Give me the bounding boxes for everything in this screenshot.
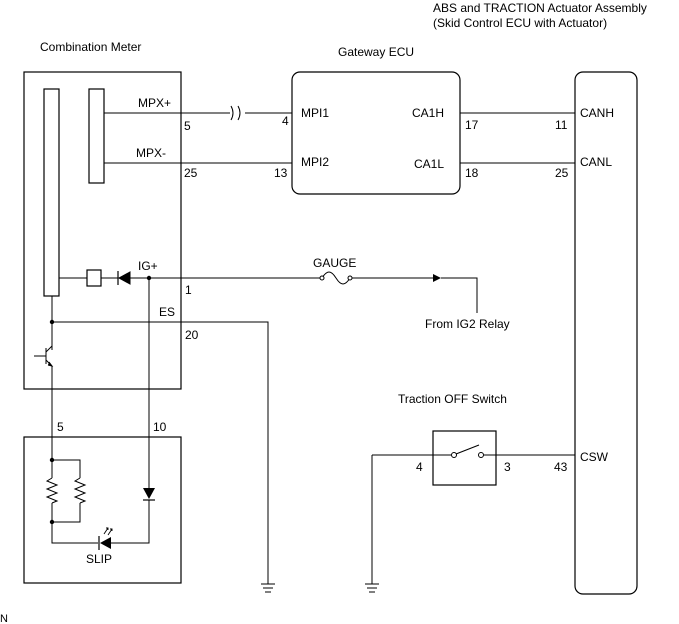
ig-plus-label: IG+ — [138, 259, 158, 273]
slip-label: SLIP — [86, 552, 112, 566]
switch-contact-left — [451, 452, 457, 458]
traction-off-switch-title: Traction OFF Switch — [398, 392, 507, 406]
transistor-icon — [34, 322, 54, 367]
gw-pin-mpi1: 4 — [282, 114, 289, 128]
combination-meter-title: Combination Meter — [40, 40, 141, 54]
abs-canh-label: CANH — [580, 106, 614, 120]
gw-mpi1-label: MPI1 — [301, 106, 329, 120]
ig2-arrow-icon — [433, 274, 441, 282]
slip-resistor-right-icon — [73, 477, 87, 504]
meter-pin-mpx-minus: 25 — [184, 166, 198, 180]
slip-led-icon — [100, 537, 111, 549]
mpx-plus-label: MPX+ — [138, 96, 171, 110]
meter-internal-bar-left — [43, 88, 60, 297]
switch-pin-right: 3 — [504, 460, 511, 474]
gateway-ecu-box — [291, 71, 461, 195]
from-ig2-relay-label: From IG2 Relay — [425, 317, 510, 331]
abs-title-line2: (Skid Control ECU with Actuator) — [433, 16, 607, 30]
switch-pin-left: 4 — [416, 460, 423, 474]
abs-actuator-box — [574, 71, 638, 595]
abs-pin-csw: 43 — [554, 460, 568, 474]
gw-pin-ca1h: 17 — [465, 118, 479, 132]
meter-internal-resistor — [86, 269, 102, 287]
slip-resistor-frame — [51, 459, 81, 523]
abs-canl-label: CANL — [580, 155, 612, 169]
switch-ground-icon — [365, 583, 379, 593]
slip-node-top — [49, 457, 55, 463]
footer-mark: N — [0, 613, 8, 624]
slip-indicator-box — [23, 436, 182, 584]
es-label: ES — [159, 305, 175, 319]
gateway-ecu-title: Gateway ECU — [338, 45, 414, 59]
gw-mpi2-label: MPI2 — [301, 155, 329, 169]
slip-resistor-left-icon — [45, 477, 59, 504]
gauge-fuse-label: GAUGE — [313, 256, 356, 270]
traction-off-switch-box — [432, 430, 497, 486]
gw-ca1l-label: CA1L — [414, 157, 444, 171]
gw-pin-mpi2: 13 — [274, 166, 288, 180]
abs-pin-canl: 25 — [555, 166, 569, 180]
slip-bottom-wire — [51, 500, 150, 544]
abs-pin-canh: 11 — [555, 118, 568, 132]
meter-pin-mpx-plus: 5 — [184, 119, 191, 133]
slip-pin-ig: 10 — [153, 420, 167, 434]
mpx-minus-label: MPX- — [136, 146, 166, 160]
gw-ca1h-label: CA1H — [412, 106, 444, 120]
switch-lever-icon — [455, 444, 480, 455]
slip-led-rays-icon — [103, 527, 113, 536]
meter-pin-ig-plus: 1 — [185, 283, 192, 297]
meter-internal-bar-right — [88, 88, 105, 184]
slip-pin-transistor: 5 — [57, 420, 64, 434]
ig2-relay-wire — [441, 277, 478, 313]
abs-title-line1: ABS and TRACTION Actuator Assembly — [433, 1, 647, 15]
abs-csw-label: CSW — [580, 450, 609, 464]
gw-pin-ca1l: 18 — [465, 166, 479, 180]
gauge-fuse-icon — [321, 271, 351, 285]
switch-contact-right — [478, 452, 484, 458]
es-wire — [51, 296, 269, 584]
slip-diode-icon — [143, 488, 155, 499]
fuse-end-right — [347, 275, 353, 281]
meter-pin-es: 20 — [185, 328, 199, 342]
ground-icon — [261, 583, 275, 593]
fuse-end-left — [319, 275, 325, 281]
wire-break-symbol — [230, 105, 241, 121]
